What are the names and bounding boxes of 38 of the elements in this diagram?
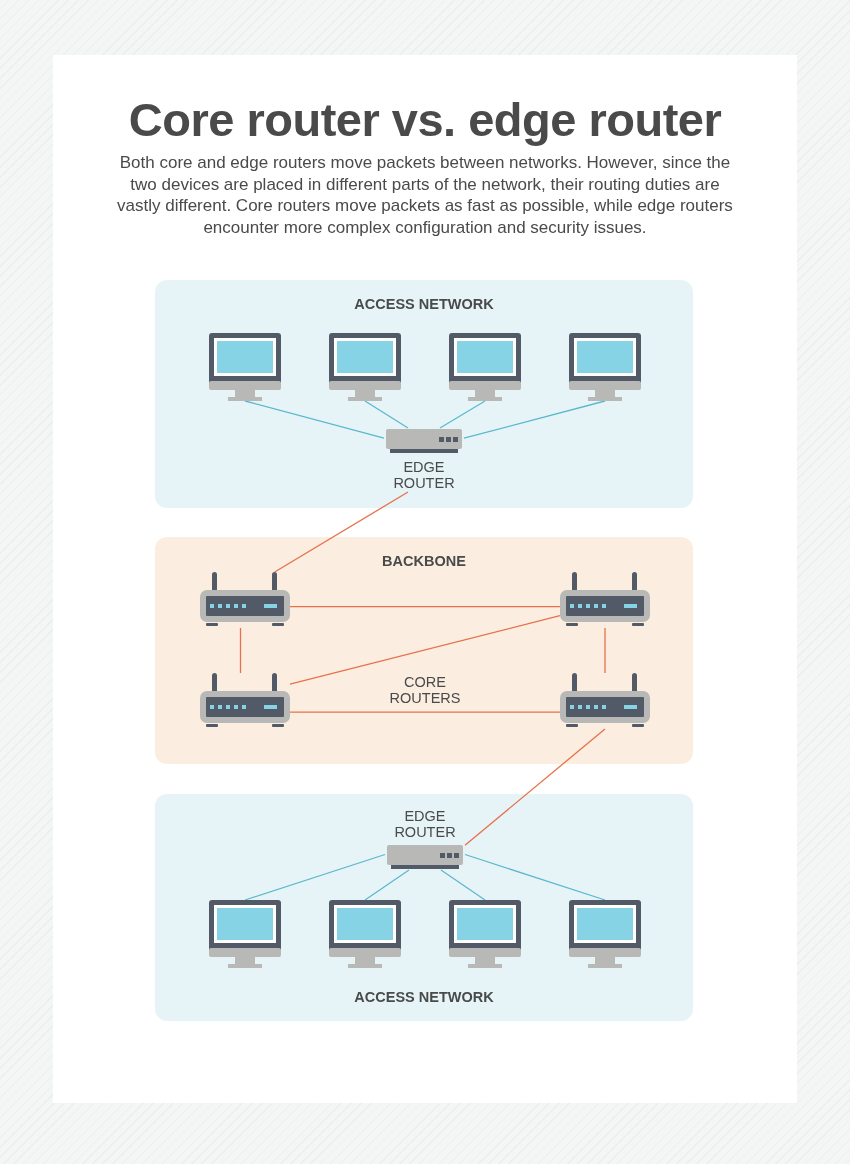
- panel-heading: ACCESS NETWORK: [354, 989, 494, 1005]
- router-icon: [200, 572, 290, 628]
- connector-line: [274, 491, 409, 573]
- connector-line: [289, 606, 561, 608]
- group-label: CORE ROUTERS: [388, 674, 462, 706]
- network-panel: [155, 280, 693, 508]
- node-label: EDGE ROUTER: [394, 808, 456, 840]
- router-icon: [560, 572, 650, 628]
- connector-line: [289, 615, 561, 685]
- panel-heading: ACCESS NETWORK: [354, 296, 494, 312]
- connector-line: [289, 711, 561, 713]
- monitor-icon: [329, 900, 401, 968]
- network-panel: [155, 794, 693, 1021]
- monitor-icon: [569, 333, 641, 401]
- panel-heading: BACKBONE: [382, 553, 466, 569]
- monitor-icon: [569, 900, 641, 968]
- connector-line: [239, 627, 242, 674]
- title: Core router vs. edge router: [127, 92, 723, 147]
- connector-line: [440, 869, 486, 901]
- monitor-icon: [449, 333, 521, 401]
- connector-line: [244, 853, 386, 901]
- monitor-icon: [329, 333, 401, 401]
- monitor-icon: [209, 333, 281, 401]
- monitor-icon: [209, 900, 281, 968]
- connector-line: [463, 400, 606, 439]
- network-panel: [155, 537, 693, 764]
- connector-line: [464, 728, 606, 846]
- connector-line: [364, 400, 409, 429]
- router-icon: [200, 673, 290, 729]
- router-icon: [560, 673, 650, 729]
- connector-line: [364, 869, 410, 901]
- connector-line: [439, 400, 486, 429]
- intro-paragraph: Both core and edge routers move packets between networks. However, since the two devices are placed in different parts of the network, their routing duties are vastly different. Core routers move packets as fast as possible, while edge routers encounter more complex configuration and security issues.: [116, 152, 734, 238]
- connector-line: [244, 400, 385, 439]
- node-label: EDGE ROUTER: [393, 459, 455, 491]
- connector-line: [604, 627, 606, 674]
- monitor-icon: [449, 900, 521, 968]
- connector-line: [464, 853, 606, 901]
